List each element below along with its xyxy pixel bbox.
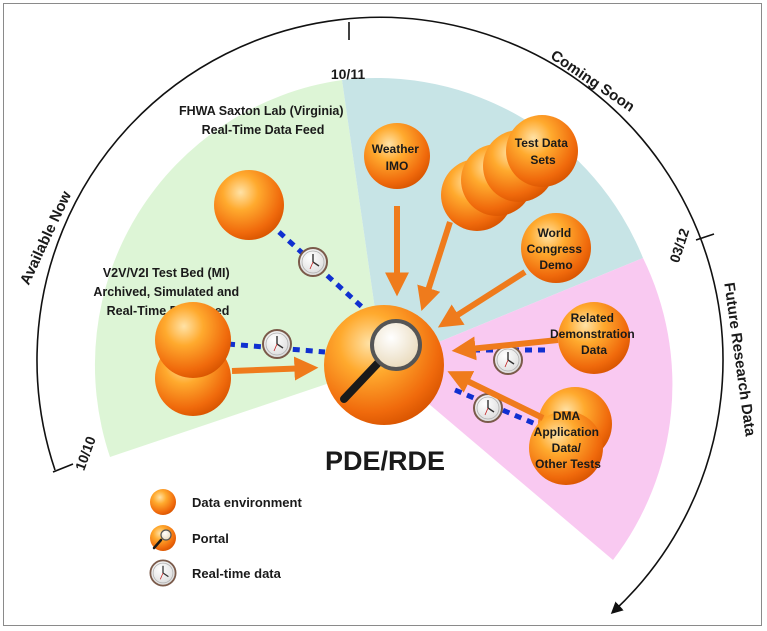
ring-date-0312: 03/12 (666, 226, 692, 264)
ring-label-future-research: Future Research Data (720, 281, 759, 438)
arrow-dma (447, 371, 545, 421)
clock-icon (298, 247, 328, 277)
bubble-label-test-data: Test Data Sets (515, 136, 571, 167)
source-label-testbed: V2V/V2I Test Bed (MI) Archived, Simulate… (93, 266, 242, 318)
bubble-label-weather: Weather IMO (372, 142, 422, 173)
sphere-world-congress (521, 213, 591, 283)
clock-icon (493, 345, 523, 375)
clock-icon (149, 559, 177, 587)
legend: Data environment Portal Real-time data (149, 489, 302, 587)
diagram-title: PDE/RDE (325, 446, 445, 476)
diagram-frame (3, 3, 762, 626)
arrow-testdata (417, 221, 453, 311)
ring-tick-0312 (695, 233, 715, 241)
legend-label-real-time: Real-time data (192, 566, 282, 581)
arrow-testbed (231, 356, 319, 381)
sphere-weather (364, 123, 430, 189)
arrow-world-congress (437, 269, 527, 328)
arrow-related-demo (451, 336, 559, 361)
sphere-testbed-front (155, 302, 231, 378)
dotted-link-saxton (277, 230, 374, 318)
ring-label-coming-soon: Coming Soon (547, 47, 637, 116)
sphere-icon (150, 489, 176, 515)
arrows (231, 206, 559, 421)
timeline-ring (36, 16, 724, 615)
dotted-link-testbed (227, 341, 326, 355)
legend-label-data-environment: Data environment (192, 495, 302, 510)
legend-label-portal: Portal (192, 531, 229, 546)
source-label-saxton: FHWA Saxton Lab (Virginia) Real-Time Dat… (179, 104, 347, 137)
dotted-link-dma (454, 387, 546, 431)
bubble-label-related-demo: Related Demonstration Data (550, 311, 638, 357)
magnifier-icon (340, 319, 422, 403)
ring-date-1010: 10/10 (72, 434, 99, 473)
bubble-label-world-congress: World Congress Demo (527, 226, 586, 272)
magnifier-icon (150, 525, 176, 551)
bubble-label-dma: DMA Application Data/ Other Tests (534, 409, 603, 471)
ring-tick-1010 (52, 463, 74, 473)
sphere-saxton (214, 170, 284, 240)
sphere-testdata-1 (506, 115, 578, 187)
sphere-related-demo (558, 302, 630, 374)
sphere-dma-front (529, 411, 603, 485)
ring-date-1011: 10/11 (331, 66, 365, 82)
ring-label-available-now: Available Now (17, 188, 75, 287)
clock-icon (262, 329, 292, 359)
